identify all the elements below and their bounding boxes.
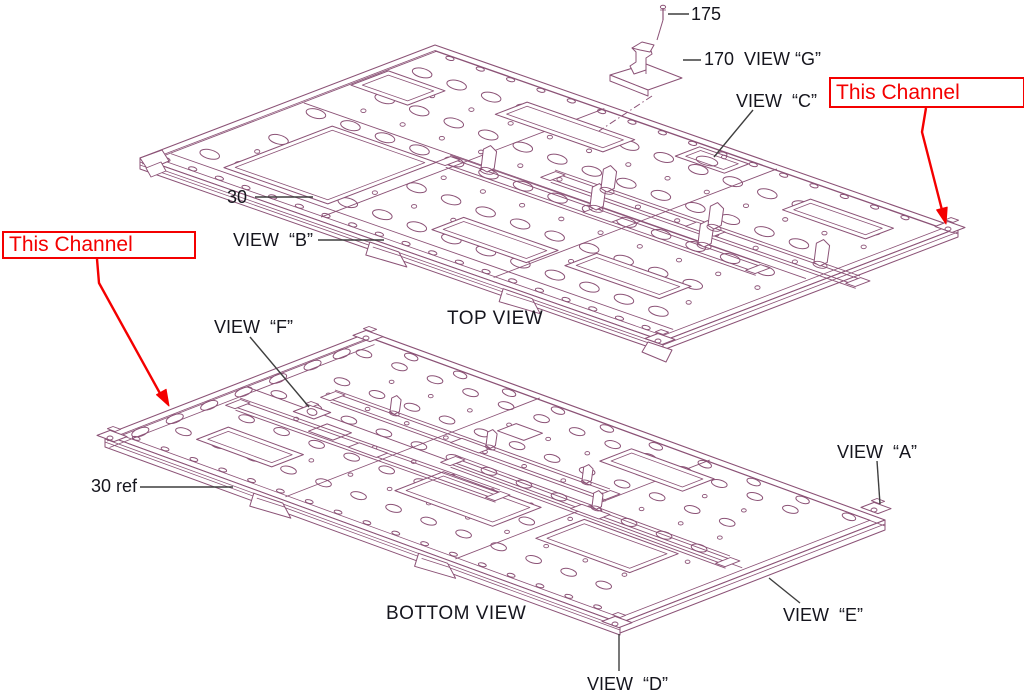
channel-note-right-text: This Channel [836,80,960,104]
callout-view-b: VIEW “B” [233,230,313,250]
callout-175: 175 [691,4,722,24]
top-view-title: TOP VIEW [447,308,544,329]
callout-view-c: VIEW “C” [736,91,817,111]
callout-view-d: VIEW “D” [587,674,668,694]
callout-view-e: VIEW “E” [783,605,863,625]
channel-note-left-text: This Channel [9,233,133,256]
callout-view-a: VIEW “A” [837,442,917,462]
channel-note-right-box: This Channel [829,77,1024,108]
channel-note-left-box: This Channel [2,231,196,259]
callout-170-view-g: 170 VIEW “G” [704,49,822,69]
bottom-view-title: BOTTOM VIEW [386,603,527,624]
callout-30-ref: 30 ref [91,476,138,496]
callout-view-f: VIEW “F” [214,317,293,337]
callout-30: 30 [227,187,248,207]
